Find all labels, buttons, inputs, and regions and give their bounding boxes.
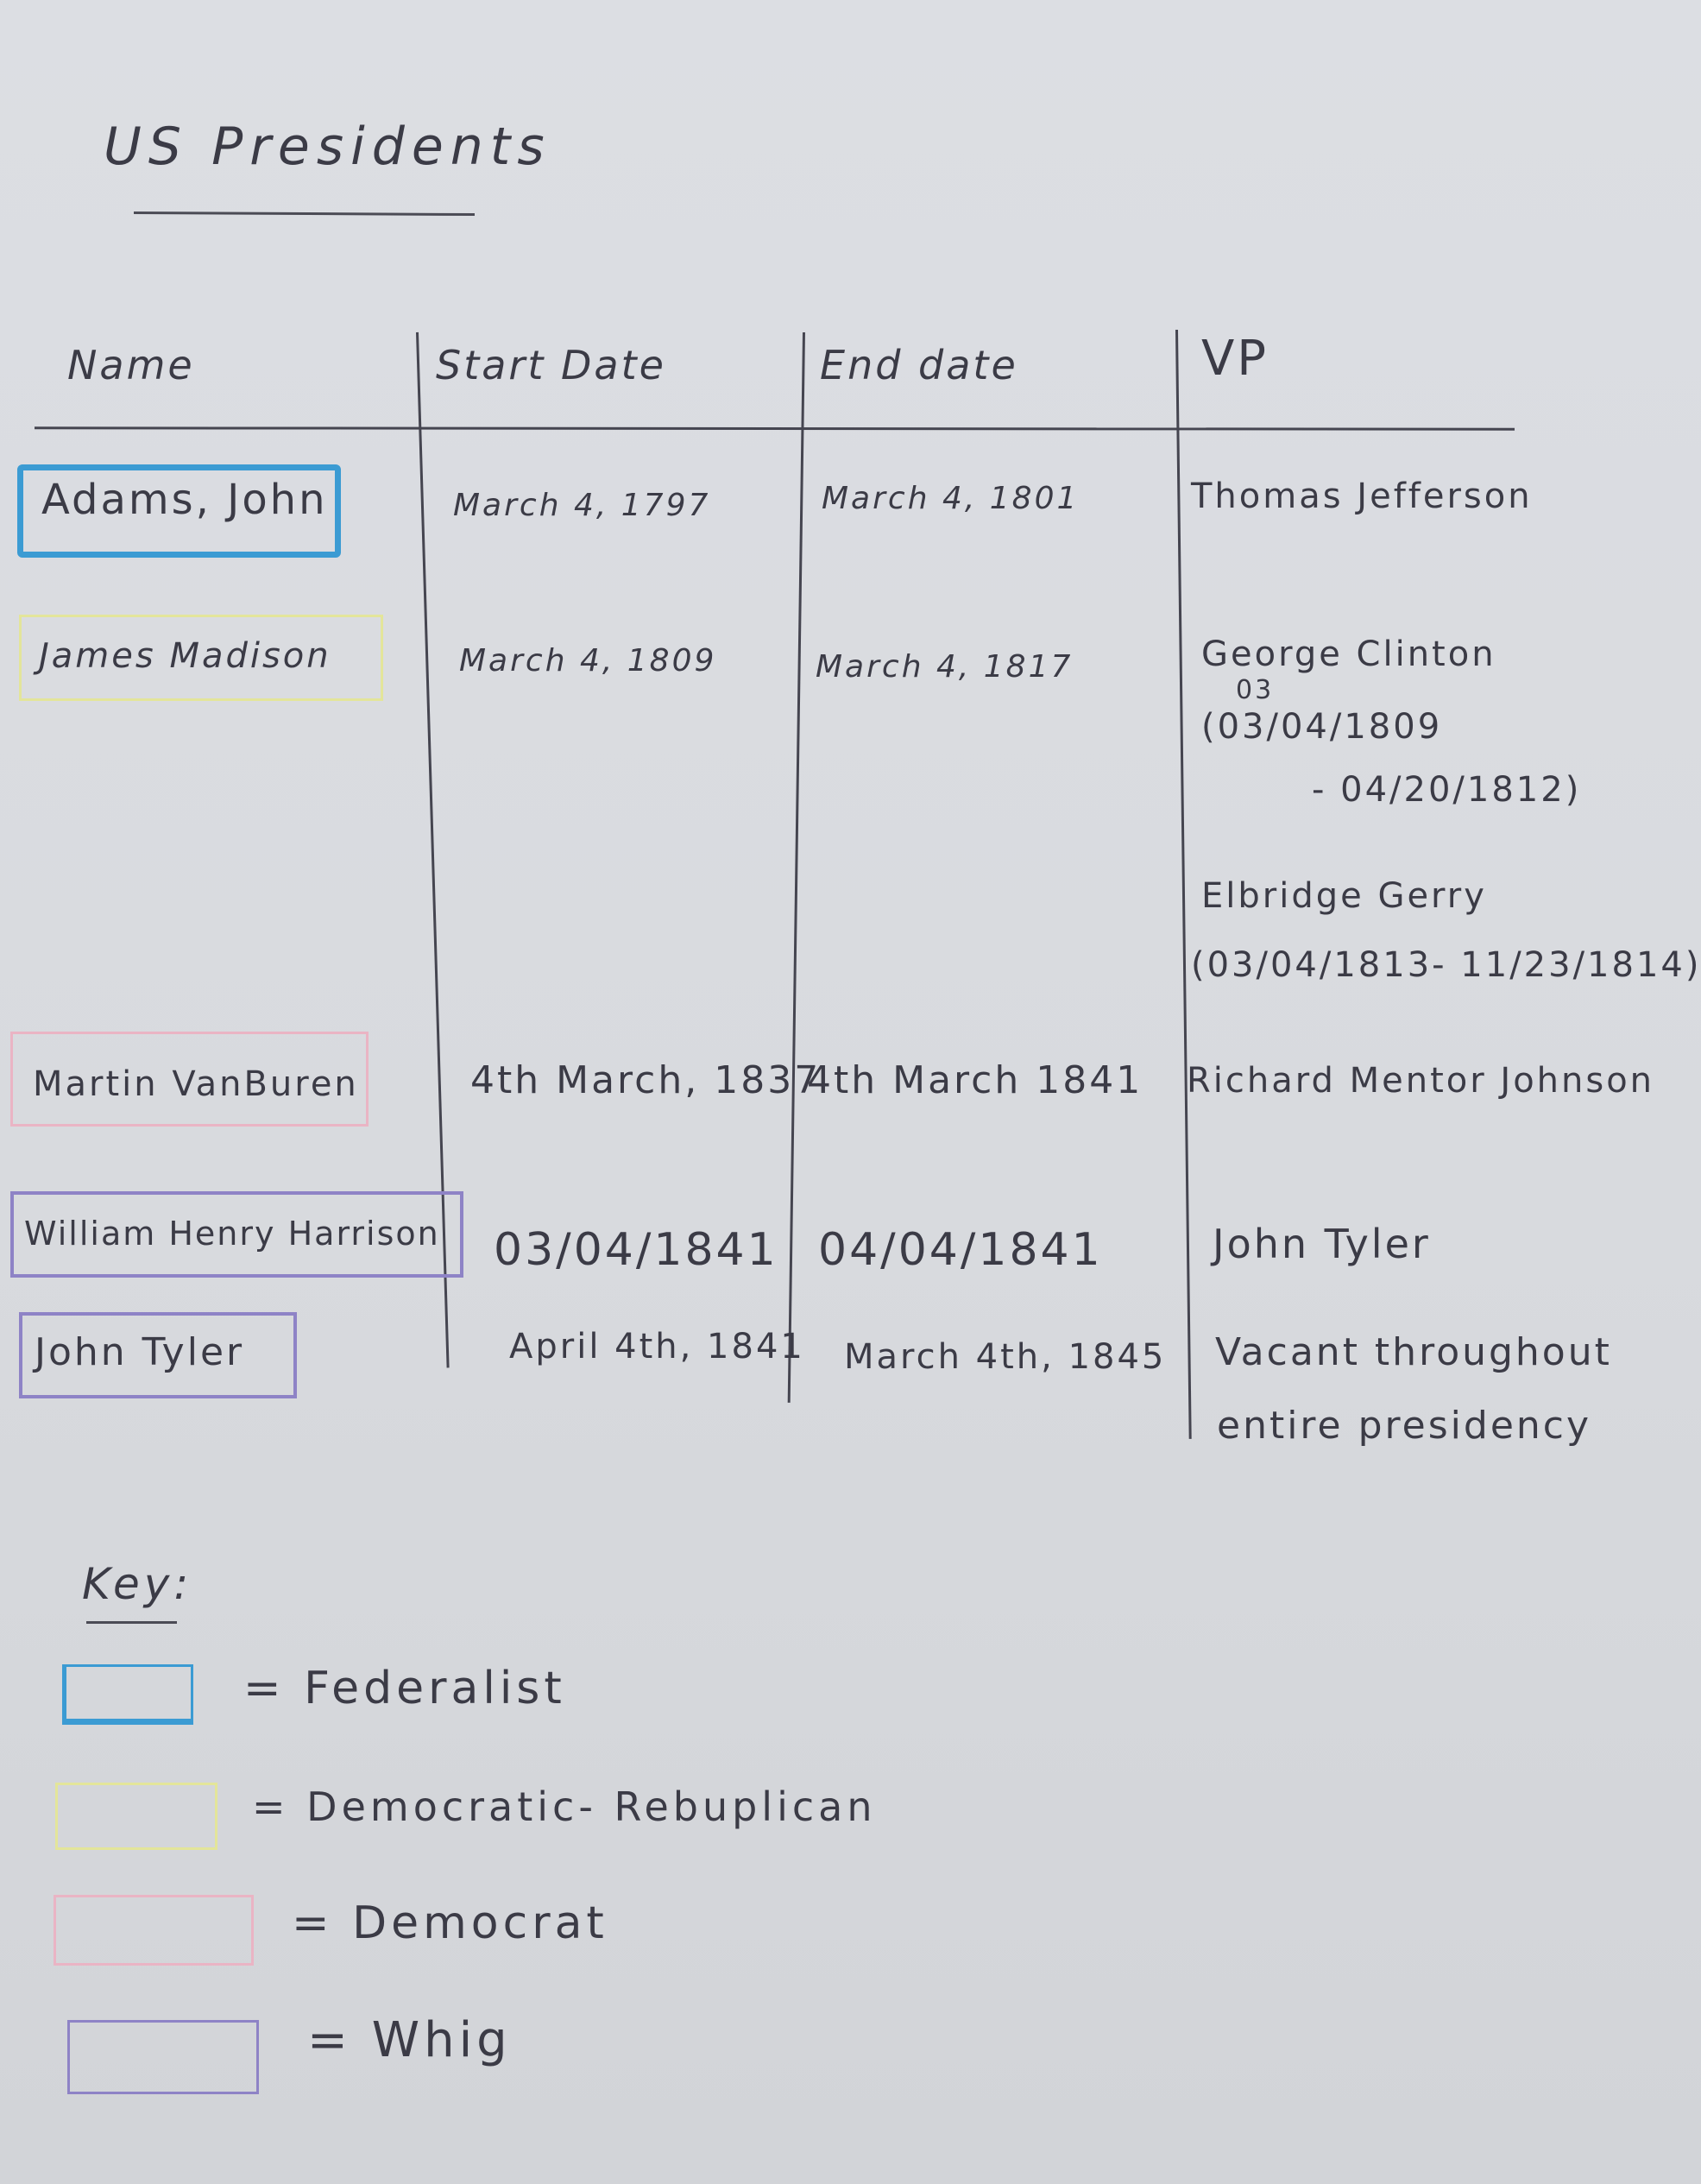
name-cell-vanburen: Martin VanBuren <box>33 1064 359 1104</box>
column-header-end-date: End date <box>820 342 1018 388</box>
key-label-federalist: = Federalist <box>243 1663 566 1714</box>
key-swatch-whig <box>67 2020 259 2094</box>
name-cell-adams: Adams, John <box>41 476 328 524</box>
name-cell-harrison: William Henry Harrison <box>24 1215 440 1253</box>
header-rule <box>34 426 1515 431</box>
column-header-name: Name <box>67 342 195 388</box>
vp-cell-vanburen: Richard Mentor Johnson <box>1187 1061 1655 1101</box>
vp-cell-madison-correction: 03 <box>1236 675 1275 705</box>
vp-cell-adams: Thomas Jefferson <box>1191 477 1533 516</box>
end-cell-tyler: March 4th, 1845 <box>844 1337 1167 1377</box>
end-cell-madison: March 4, 1817 <box>816 649 1074 685</box>
name-cell-tyler: John Tyler <box>35 1330 245 1374</box>
presidents-table: Name Start Date End date VP Adams, John … <box>10 329 1698 1448</box>
key-heading: Key: <box>82 1559 193 1609</box>
key-swatch-democrat <box>54 1895 254 1966</box>
start-cell-vanburen: 4th March, 1837 <box>470 1058 822 1102</box>
vp-cell-madison-clinton-start: (03/04/1809 <box>1201 707 1443 747</box>
start-cell-harrison: 03/04/1841 <box>494 1224 778 1276</box>
key-swatch-democratic-republican <box>55 1783 217 1850</box>
vp-cell-madison-gerry-dates: (03/04/1813- 11/23/1814) <box>1191 945 1701 985</box>
vp-cell-madison-clinton-end: - 04/20/1812) <box>1312 770 1582 810</box>
party-box-vanburen <box>10 1032 369 1127</box>
column-header-vp: VP <box>1201 331 1269 387</box>
end-cell-vanburen: 4th March 1841 <box>807 1058 1143 1102</box>
column-header-start-date: Start Date <box>436 342 666 388</box>
key-swatch-federalist <box>62 1664 193 1725</box>
start-cell-adams: March 4, 1797 <box>453 488 711 523</box>
end-cell-adams: March 4, 1801 <box>822 481 1080 516</box>
vp-cell-tyler-line2: entire presidency <box>1217 1404 1592 1448</box>
party-key: Key: = Federalist = Democratic- Rebuplic… <box>0 1537 873 2124</box>
key-heading-underline <box>86 1621 177 1624</box>
start-cell-tyler: April 4th, 1841 <box>509 1327 805 1367</box>
party-box-harrison <box>10 1191 463 1278</box>
column-divider-2 <box>787 332 805 1403</box>
end-cell-harrison: 04/04/1841 <box>818 1224 1103 1276</box>
party-box-madison <box>19 615 383 701</box>
vp-cell-harrison: John Tyler <box>1213 1221 1431 1267</box>
key-label-democrat: = Democrat <box>292 1897 608 1949</box>
name-cell-madison: James Madison <box>39 636 331 676</box>
vp-cell-tyler-line1: Vacant throughout <box>1215 1330 1612 1374</box>
vp-cell-madison-clinton: George Clinton <box>1201 634 1496 674</box>
party-box-tyler <box>19 1312 297 1398</box>
key-label-whig: = Whig <box>307 2012 512 2068</box>
key-label-democratic-republican: = Democratic- Rebuplican <box>252 1783 877 1830</box>
party-box-adams <box>17 464 341 558</box>
vp-cell-madison-gerry: Elbridge Gerry <box>1201 876 1487 916</box>
start-cell-madison: March 4, 1809 <box>459 643 717 679</box>
page-title: US Presidents <box>104 117 551 177</box>
column-divider-3 <box>1175 329 1192 1439</box>
